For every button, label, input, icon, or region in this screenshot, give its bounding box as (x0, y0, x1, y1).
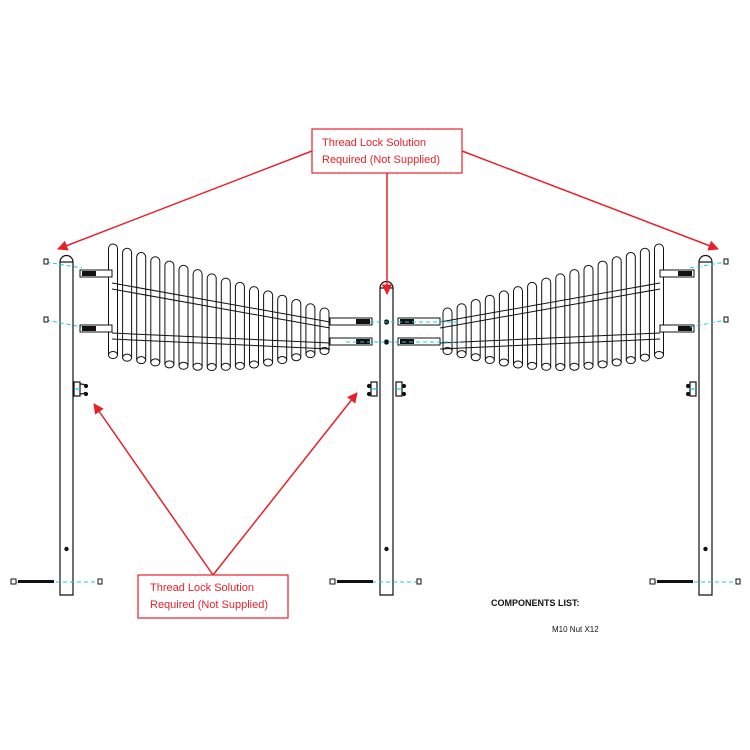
top-note-line2: Required (Not Supplied) (322, 154, 440, 166)
chime-tube-end (249, 360, 259, 369)
chime-tube-end (122, 353, 133, 362)
chime-tube (206, 273, 217, 368)
top-note-arrows (57, 150, 719, 296)
chime-tube-end (625, 356, 636, 365)
chime-tube-end (569, 362, 580, 371)
chime-tube-end (470, 353, 481, 362)
chime-tube (164, 260, 175, 365)
chime-tube-end (583, 361, 594, 370)
chime-tube-end (555, 363, 566, 372)
chime-tube (569, 269, 580, 368)
bracket (73, 381, 89, 397)
components-list-title: COMPONENTS LIST: (491, 598, 580, 608)
rail-rod (659, 324, 695, 333)
top-note-line1: Thread Lock Solution (322, 137, 426, 149)
chime-tube-end (541, 362, 552, 371)
chime-tube (541, 277, 552, 368)
chime-tube (555, 273, 566, 368)
chime-tube-end (178, 361, 189, 370)
chime-tube-end (597, 360, 608, 369)
chime-tube (639, 247, 650, 359)
chime-tube-end (206, 363, 217, 372)
chime-tube (136, 252, 147, 361)
right-post (698, 254, 713, 596)
bottom-note-arrows (93, 392, 358, 576)
chime-tube-end (108, 351, 118, 359)
chime-tube (108, 243, 118, 356)
chime-tube (597, 260, 608, 365)
anchor-bolts (10, 578, 741, 585)
top-note-box (311, 128, 463, 174)
right-chime-tubes (442, 243, 664, 372)
chime-tube-end (654, 351, 664, 359)
chime-tube (442, 307, 453, 352)
chime-tube-end (305, 350, 316, 359)
chime-tube (611, 256, 622, 363)
components-list-item: M10 Nut X12 (552, 625, 599, 634)
chime-tube (625, 252, 636, 361)
chime-tube (178, 264, 189, 367)
bottom-note-callout: Thread Lock Solution Required (Not Suppl… (137, 574, 289, 619)
chime-tube (192, 269, 203, 368)
chime-tube-end (639, 353, 650, 362)
chime-tube-end (150, 358, 161, 367)
arrow-to-left-post (57, 150, 313, 251)
chime-tube (319, 307, 330, 352)
chime-tube (470, 298, 481, 358)
chime-tube-end (498, 358, 509, 367)
bolt-heads (43, 258, 729, 323)
chime-tube-end (234, 361, 245, 370)
chime-tube-end (220, 362, 231, 371)
chime-tube-end (263, 358, 274, 367)
arrow-to-left-bracket (93, 403, 214, 576)
top-note-callout: Thread Lock Solution Required (Not Suppl… (311, 128, 463, 174)
chime-tube (513, 286, 523, 365)
chime-tube-end (192, 362, 203, 371)
chime-tube-end (456, 350, 467, 359)
chime-tube-end (277, 356, 288, 365)
chime-tube-end (291, 353, 302, 362)
chime-tube-end (164, 360, 175, 369)
chime-tube (150, 256, 161, 363)
chime-tube (456, 303, 467, 355)
chime-tube (527, 281, 538, 367)
chime-tube (484, 294, 495, 361)
chime-tube-end (136, 356, 147, 365)
mounting-brackets (73, 381, 697, 397)
chime-tube (234, 281, 245, 367)
chime-tube-end (484, 356, 495, 365)
bottom-note-line2: Required (Not Supplied) (150, 599, 268, 611)
chime-tube (654, 243, 664, 356)
right-rails (439, 282, 661, 350)
left-post (59, 254, 74, 596)
arrow-to-right-post (461, 150, 719, 251)
chime-tube (249, 286, 259, 365)
bracket (685, 381, 697, 397)
rail-rod (329, 337, 373, 346)
arrow-to-center-bracket (212, 392, 358, 576)
chime-tube-end (611, 358, 622, 367)
bottom-note-box (137, 574, 289, 619)
bottom-note-line1: Thread Lock Solution (150, 582, 254, 594)
chime-tube-end (527, 361, 538, 370)
center-post (379, 280, 394, 596)
chime-tube (291, 298, 302, 358)
chime-tube (122, 247, 133, 359)
chime-tube (220, 277, 231, 368)
bracket (366, 381, 407, 397)
chime-tube-end (513, 360, 523, 369)
rail-rod (659, 269, 695, 278)
chime-tube (263, 290, 274, 363)
chime-tube (305, 303, 316, 355)
chime-tube (583, 264, 594, 367)
left-rails (111, 282, 331, 350)
left-chime-tubes (108, 243, 330, 372)
chime-tube (498, 290, 509, 363)
chime-tube (277, 294, 288, 361)
